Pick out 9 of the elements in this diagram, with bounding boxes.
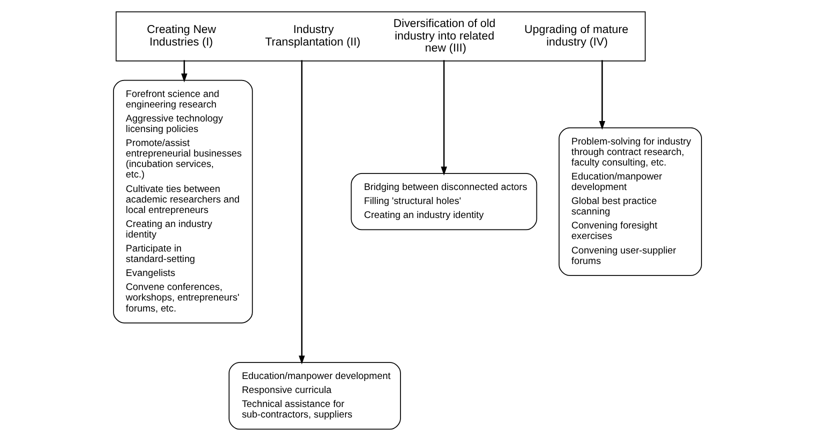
arrow — [298, 60, 304, 364]
node-box: Creating New Industries (I) Industry Transplantation (II) Diversification of old industry into related new (III) Upgrading of mature industry (IV) — [115, 11, 646, 62]
node-box: Problem-solving for industry through contract research, faculty consulting, etc. Education/manpower development Global best practice scanning Convening foresight exercises Convening user-supplier forums — [558, 127, 702, 276]
node-box: Education/manpower development Responsive curricula Technical assistance for sub-contractors, suppliers — [228, 362, 400, 430]
node-box: Bridging between disconnected actors Filling 'structural holes' Creating an industry identity — [350, 173, 537, 230]
node-box: Forefront science and engineering research Aggressive technology licensing policies Promote/assist entrepreneurial businesses (incubation services, etc.) Cultivate ties between academic researchers and local entrepreneurs Creating an industry identity Participate in standard-setting Evangelists Convene conferences, workshops, entrepreneurs' forums, etc. — [112, 80, 252, 324]
arrow — [180, 60, 187, 82]
arrow — [598, 60, 605, 130]
arrow — [440, 60, 447, 176]
